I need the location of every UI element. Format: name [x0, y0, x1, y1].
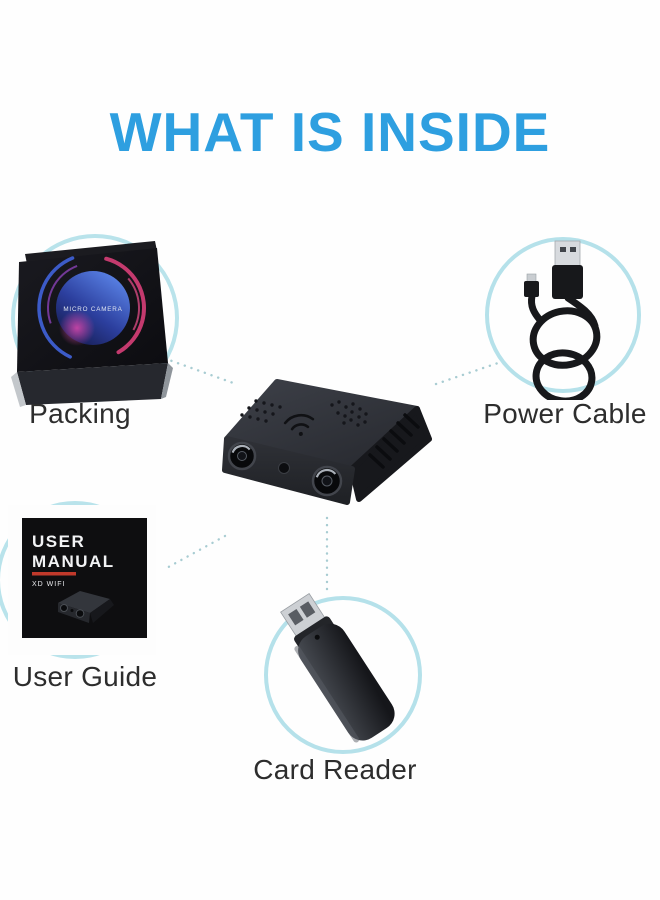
mini-camera-photo [222, 379, 432, 505]
user-guide-photo: USER MANUAL XD WIFI [0, 501, 156, 659]
manual-title-line2: MANUAL [32, 552, 115, 571]
manual-accent-bar [32, 572, 76, 576]
camera-sensor-hole [278, 462, 290, 474]
camera-ir-lens [311, 465, 343, 497]
manual-title-line1: USER [32, 532, 85, 551]
power-cable-photo [485, 237, 641, 400]
card-reader-photo [264, 593, 422, 754]
usb-card-reader [280, 593, 395, 743]
camera-lens [227, 441, 257, 471]
highlight-circle [485, 237, 641, 393]
highlight-circle [264, 596, 422, 754]
wifi-icon [283, 413, 315, 436]
manual-cover-camera-image [58, 591, 114, 623]
usb-cable [524, 240, 601, 400]
box-emblem-text: MICRO CAMERA [63, 306, 122, 313]
card-reader-label: Card Reader [253, 754, 417, 785]
side-vents [368, 413, 420, 469]
connector-camera-to-user-guide [161, 534, 227, 572]
packing-label: Packing [29, 398, 131, 429]
vent-dots [240, 399, 368, 427]
user-guide-label: User Guide [12, 661, 158, 692]
power-cable-label: Power Cable [483, 398, 647, 429]
page-title: WHAT IS INSIDE [109, 101, 551, 163]
packing-box-photo: MICRO CAMERA [11, 234, 179, 407]
manual-subtitle: XD WIFI [32, 581, 65, 588]
